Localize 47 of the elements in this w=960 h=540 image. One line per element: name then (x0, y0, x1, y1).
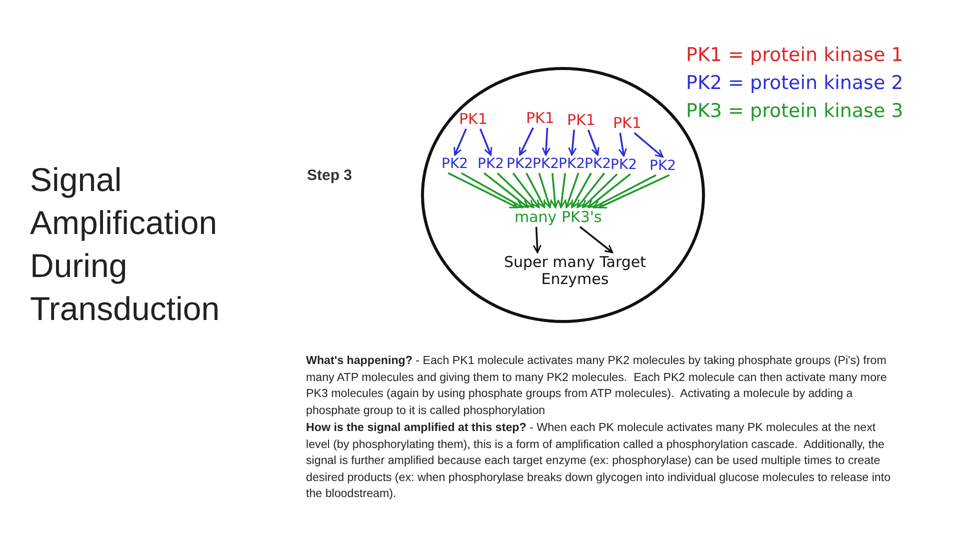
legend-entry: PK2 = protein kinase 2 (686, 72, 904, 94)
arrow (550, 173, 560, 208)
arrow (479, 128, 492, 156)
arrow (587, 173, 631, 208)
arrow (582, 173, 618, 208)
arrow (460, 172, 524, 208)
legend-entry: PK1 = protein kinase 1 (686, 44, 904, 66)
arrow (496, 172, 534, 208)
arrow (564, 172, 580, 208)
arrow (526, 172, 546, 208)
kinase-label: PK1 (459, 110, 488, 128)
kinase-label: PK1 (613, 114, 642, 132)
arrow (454, 128, 467, 156)
arrow (448, 172, 518, 208)
arrow (598, 174, 670, 208)
slide-title: Signal Amplification During Transduction (30, 160, 221, 329)
arrow (484, 172, 529, 208)
description-paragraph: What's happening? - Each PK1 molecule activates many PK2 molecules by taking phosphate groups (Pi's) from many ATP molecules and giving them to many PK2 molecules. Each PK2 molecule can then activate many more PK3 molecules (again by using phosphate groups from ATP molecules). Activating a molecule by adding a phosphate group to it is called phosphorylation (306, 353, 888, 419)
arrow (579, 226, 614, 254)
arrow (568, 130, 577, 156)
arrow (512, 172, 540, 208)
description-paragraph: How is the signal amplified at this step? - When each PK molecule activates many PK molecules at the next level (by phosphorylating them), this is a form of amplification called a phosphorylation cascade. Additionally, the signal is further amplified because each target enzyme (ex: phosphorylase) can be used multiple times to create desired products (ex: when phosphorylase breaks down glycogen into individual glucose molecules to release into the bloodstream). (306, 420, 892, 502)
kinase-label: PK2 (478, 156, 504, 172)
step-label: Step 3 (307, 167, 352, 184)
arrow (538, 172, 552, 208)
kinase-label: PK2 (506, 156, 534, 172)
arrow (592, 174, 657, 208)
kinase-label: PK2 (442, 156, 468, 172)
arrow (571, 172, 592, 208)
kinase-label: PK2 (584, 156, 612, 172)
kinase-label: PK1 (526, 110, 554, 127)
kinase-label: PK2 (650, 158, 676, 174)
legend-entry: PK3 = protein kinase 3 (686, 100, 904, 122)
arrow (587, 129, 600, 156)
kinase-label: many PK3's (514, 208, 602, 226)
arrow (542, 128, 550, 156)
enzyme-label: Super many Target Enzymes (500, 254, 650, 288)
arrow (618, 132, 627, 157)
arrow (557, 173, 566, 208)
arrow (634, 132, 664, 158)
arrow (532, 226, 542, 254)
kinase-label: PK1 (567, 112, 596, 129)
kinase-label: PK2 (610, 157, 638, 174)
kinase-label: PK2 (532, 156, 560, 172)
arrow (519, 127, 534, 156)
kinase-label: PK2 (558, 156, 586, 172)
arrow (576, 172, 606, 208)
